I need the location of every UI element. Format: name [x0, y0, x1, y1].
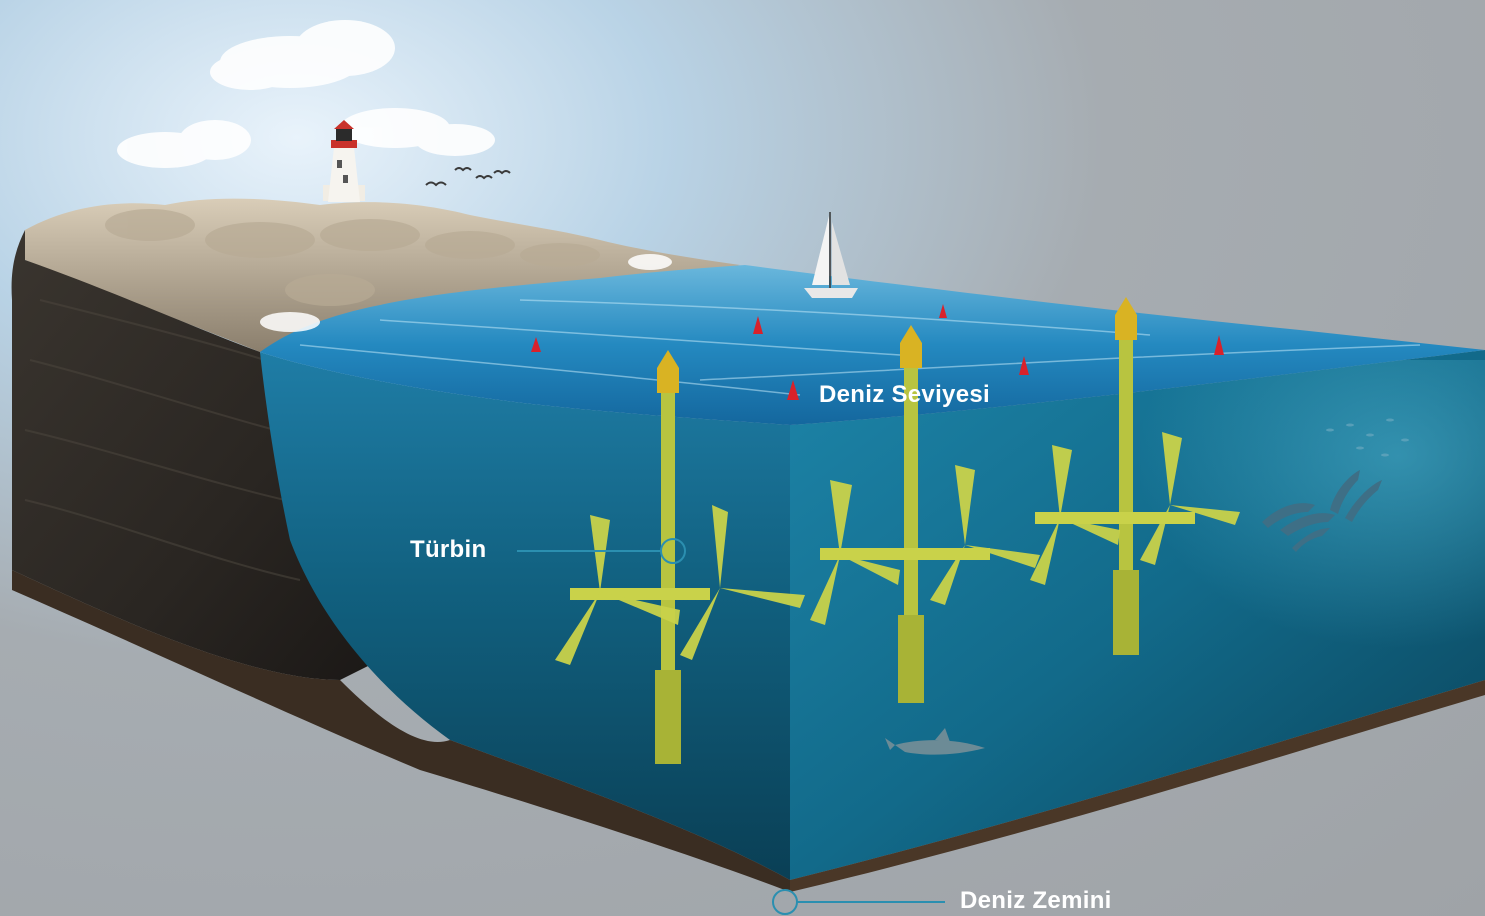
sea-level-label: Deniz Seviyesi: [819, 381, 990, 408]
dolphin-icon: [1262, 503, 1315, 528]
turbine-2: [810, 325, 1040, 703]
turbine-3: [1030, 297, 1240, 655]
turbine-label: Türbin: [410, 536, 487, 563]
red-buoys: [531, 304, 1224, 400]
seabed-label: Deniz Zemini: [960, 887, 1112, 914]
cloud-icon: [210, 20, 395, 90]
bird-icon: [425, 181, 447, 187]
turbine-1: [555, 350, 805, 764]
dolphin-icon: [1280, 513, 1335, 536]
cliff: [11, 230, 381, 680]
rocky-shore: [25, 198, 740, 352]
red-buoy-icon: [787, 380, 799, 400]
seafloor-right: [790, 680, 1485, 892]
surf-foam: [260, 254, 672, 332]
birds: [425, 167, 511, 187]
red-buoy-icon: [531, 337, 541, 352]
bird-icon: [475, 175, 493, 180]
dolphin-icon: [1330, 470, 1360, 514]
clouds: [117, 20, 495, 168]
red-buoy-icon: [1019, 356, 1029, 375]
bird-icon: [493, 170, 511, 175]
dolphin-icon: [1345, 480, 1382, 522]
wave-lines: [299, 299, 1421, 396]
cloud-icon: [117, 120, 251, 168]
sailboat-icon: [804, 212, 858, 298]
rock-details: [105, 209, 600, 306]
lighthouse-icon: [323, 120, 365, 202]
red-buoy-icon: [1214, 335, 1224, 355]
red-buoy-icon: [753, 316, 763, 334]
cliff-strata: [24, 299, 301, 581]
seafloor: [12, 570, 790, 892]
red-buoy-icon: [939, 304, 947, 318]
callout-seabed: [772, 889, 945, 915]
callout-turbine: [517, 538, 686, 564]
fish-school: [1326, 418, 1409, 457]
water-surface: [260, 265, 1485, 425]
shark-icon: [885, 728, 985, 755]
cloud-icon: [340, 108, 495, 156]
dolphin-icon: [1292, 528, 1330, 552]
bird-icon: [454, 167, 472, 172]
dolphins: [1262, 470, 1382, 552]
